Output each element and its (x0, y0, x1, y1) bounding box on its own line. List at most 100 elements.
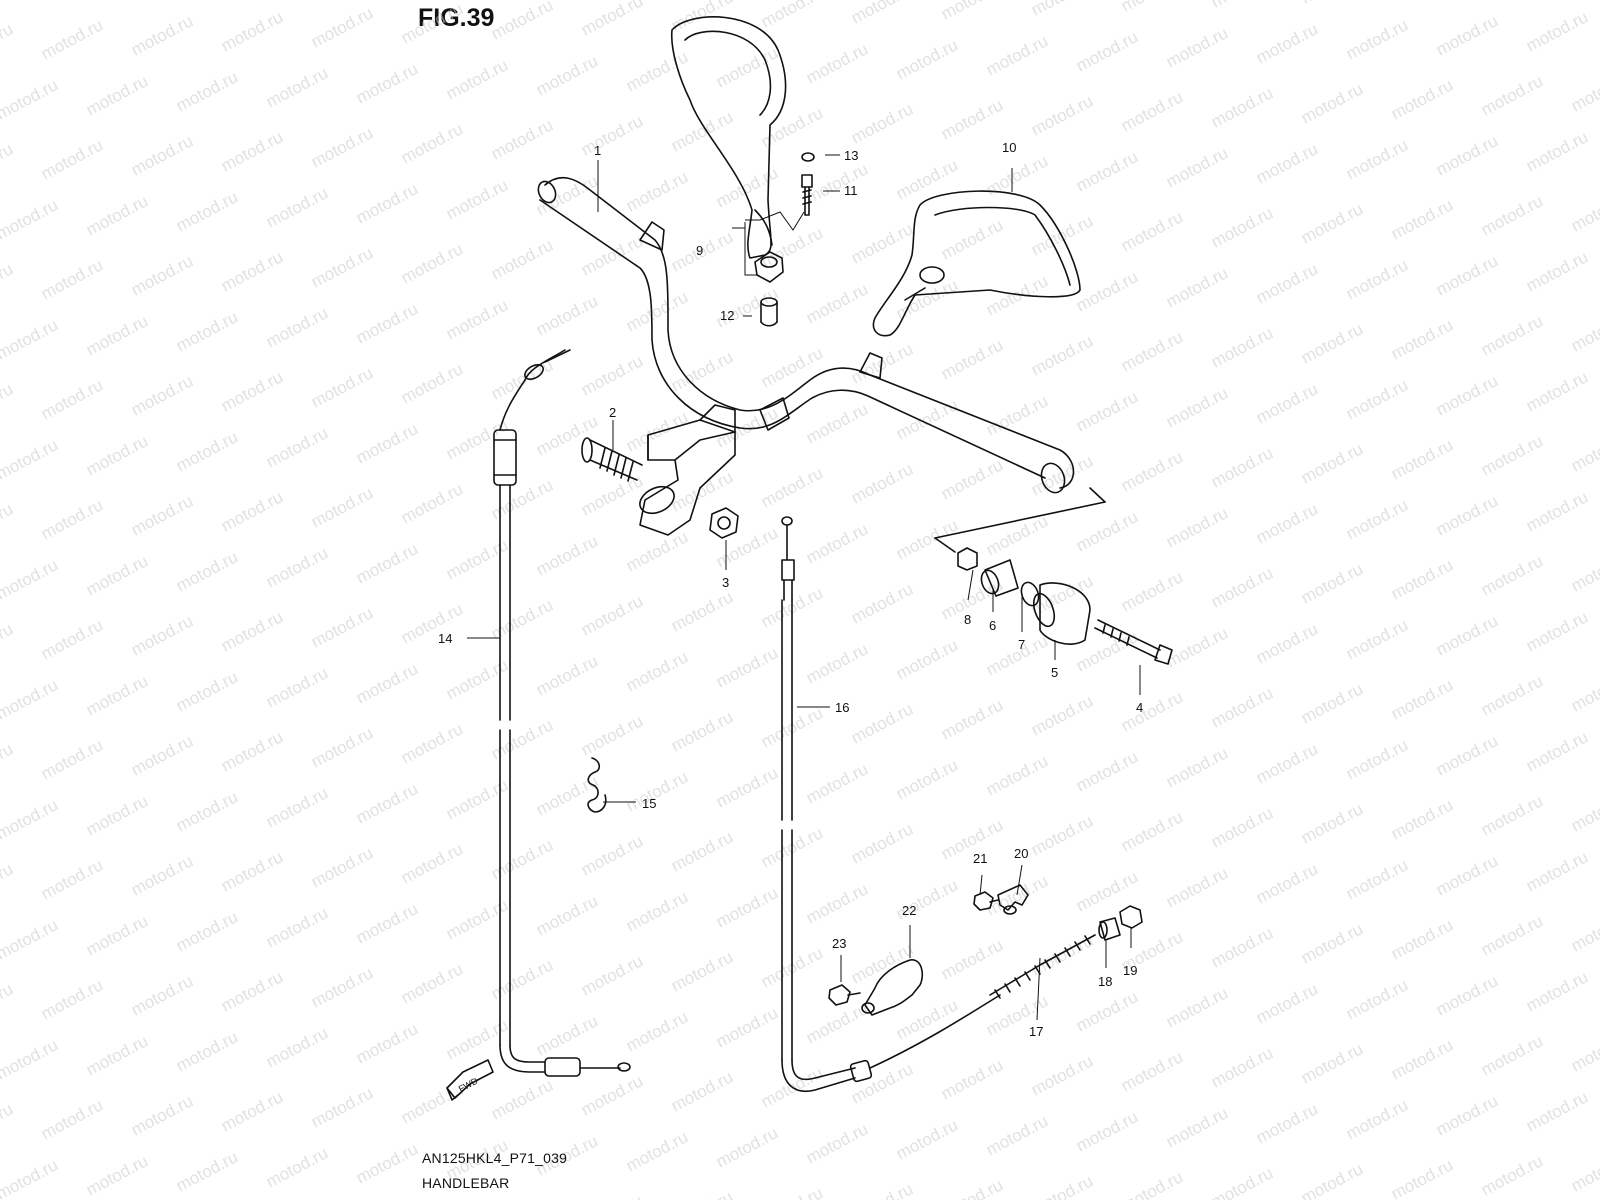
part-label-17: 17 (1029, 1024, 1043, 1039)
watermark-text: motod.ru (983, 751, 1051, 799)
watermark-text: motod.ru (0, 0, 61, 4)
watermark-text: motod.ru (578, 711, 646, 759)
watermark-text: motod.ru (218, 967, 286, 1015)
watermark-text: motod.ru (83, 1031, 151, 1079)
watermark-text: motod.ru (803, 159, 871, 207)
watermark-text: motod.ru (1523, 247, 1591, 295)
watermark-text: motod.ru (668, 587, 736, 635)
watermark-text: motod.ru (578, 231, 646, 279)
watermark-text: motod.ru (1568, 187, 1600, 235)
watermark-text: motod.ru (0, 75, 61, 123)
watermark-text: motod.ru (173, 307, 241, 355)
watermark-text: motod.ru (353, 899, 421, 947)
watermark-text: motod.ru (803, 1119, 871, 1167)
watermark-text: motod.ru (983, 511, 1051, 559)
watermark-text: motod.ru (803, 639, 871, 687)
watermark-text: motod.ru (1523, 487, 1591, 535)
watermark-text: motod.ru (1388, 1035, 1456, 1083)
watermark-text: motod.ru (668, 1187, 736, 1200)
watermark-text: motod.ru (578, 0, 646, 40)
watermark-text: motod.ru (1568, 1027, 1600, 1075)
figure-title: FIG.39 (418, 4, 495, 32)
part-label-2: 2 (609, 405, 616, 420)
watermark-text: motod.ru (938, 695, 1006, 743)
watermark-text: motod.ru (1388, 75, 1456, 123)
watermark-text: motod.ru (1433, 971, 1501, 1019)
rear-brake-cable-drawing (781, 516, 1001, 1092)
watermark-text: motod.ru (263, 303, 331, 351)
watermark-text: motod.ru (0, 139, 16, 187)
watermark-text: motod.ru (218, 7, 286, 55)
nut-19-drawing (1119, 905, 1143, 929)
watermark-text: motod.ru (1523, 847, 1591, 895)
watermark-text: motod.ru (1298, 1039, 1366, 1087)
watermark-text: motod.ru (938, 935, 1006, 983)
watermark-text: motod.ru (1028, 1171, 1096, 1200)
watermark-text: motod.ru (1478, 191, 1546, 239)
watermark-text: motod.ru (308, 723, 376, 771)
watermark-text: motod.ru (83, 311, 151, 359)
watermark-text: motod.ru (668, 707, 736, 755)
watermark-text: motod.ru (1523, 127, 1591, 175)
watermark-text: motod.ru (1253, 739, 1321, 787)
watermark-text: motod.ru (128, 971, 196, 1019)
bolt-23-drawing (828, 984, 861, 1006)
part-label-5: 5 (1051, 665, 1058, 680)
watermark-text: motod.ru (173, 547, 241, 595)
watermark-text: motod.ru (1343, 375, 1411, 423)
watermark-text: motod.ru (1343, 855, 1411, 903)
watermark-text: motod.ru (128, 1091, 196, 1139)
part-label-22: 22 (902, 903, 916, 918)
clamp-22-drawing (861, 959, 924, 1016)
part-label-9: 9 (696, 243, 703, 258)
watermark-text: motod.ru (1298, 919, 1366, 967)
watermark-text: motod.ru (38, 975, 106, 1023)
watermark-text: motod.ru (83, 911, 151, 959)
watermark-text: motod.ru (668, 347, 736, 395)
watermark-text: motod.ru (1253, 499, 1321, 547)
clamp-20-drawing (997, 884, 1029, 915)
watermark-text: motod.ru (848, 939, 916, 987)
watermark-text: motod.ru (0, 915, 61, 963)
watermark-text: motod.ru (848, 819, 916, 867)
watermark-text: motod.ru (533, 531, 601, 579)
watermark-text: motod.ru (443, 295, 511, 343)
watermark-text: motod.ru (1388, 195, 1456, 243)
watermark-text: motod.ru (1253, 979, 1321, 1027)
watermark-text: motod.ru (83, 71, 151, 119)
watermark-text: motod.ru (893, 35, 961, 83)
watermark-text: motod.ru (1253, 139, 1321, 187)
watermark-text: motod.ru (1253, 1099, 1321, 1147)
part-label-20: 20 (1014, 846, 1028, 861)
watermark-text: motod.ru (1478, 911, 1546, 959)
watermark-text: motod.ru (398, 119, 466, 167)
watermark-text: motod.ru (983, 151, 1051, 199)
watermark-text: motod.ru (0, 315, 61, 363)
watermark-text: motod.ru (1343, 15, 1411, 63)
watermark-text: motod.ru (713, 523, 781, 571)
watermark-text: motod.ru (83, 671, 151, 719)
watermark-text: motod.ru (1433, 851, 1501, 899)
part-label-19: 19 (1123, 963, 1137, 978)
watermark-text: motod.ru (218, 247, 286, 295)
watermark-text: motod.ru (353, 539, 421, 587)
watermark-text: motod.ru (758, 343, 826, 391)
watermark-text: motod.ru (83, 191, 151, 239)
watermark-text: motod.ru (803, 279, 871, 327)
watermark-text: motod.ru (803, 759, 871, 807)
watermark-text: motod.ru (263, 663, 331, 711)
watermark-text: motod.ru (218, 727, 286, 775)
watermark-text: motod.ru (1073, 867, 1141, 915)
watermark-text: motod.ru (1073, 1107, 1141, 1155)
watermark-text: motod.ru (1298, 559, 1366, 607)
watermark-text: motod.ru (803, 519, 871, 567)
watermark-text: motod.ru (938, 215, 1006, 263)
watermark-text: motod.ru (263, 903, 331, 951)
watermark-text: motod.ru (1568, 907, 1600, 955)
watermark-text: motod.ru (1433, 251, 1501, 299)
watermark-text: motod.ru (1298, 439, 1366, 487)
watermark-text: motod.ru (38, 15, 106, 63)
watermark-text: motod.ru (1073, 27, 1141, 75)
right-mirror-drawing (872, 190, 1081, 337)
